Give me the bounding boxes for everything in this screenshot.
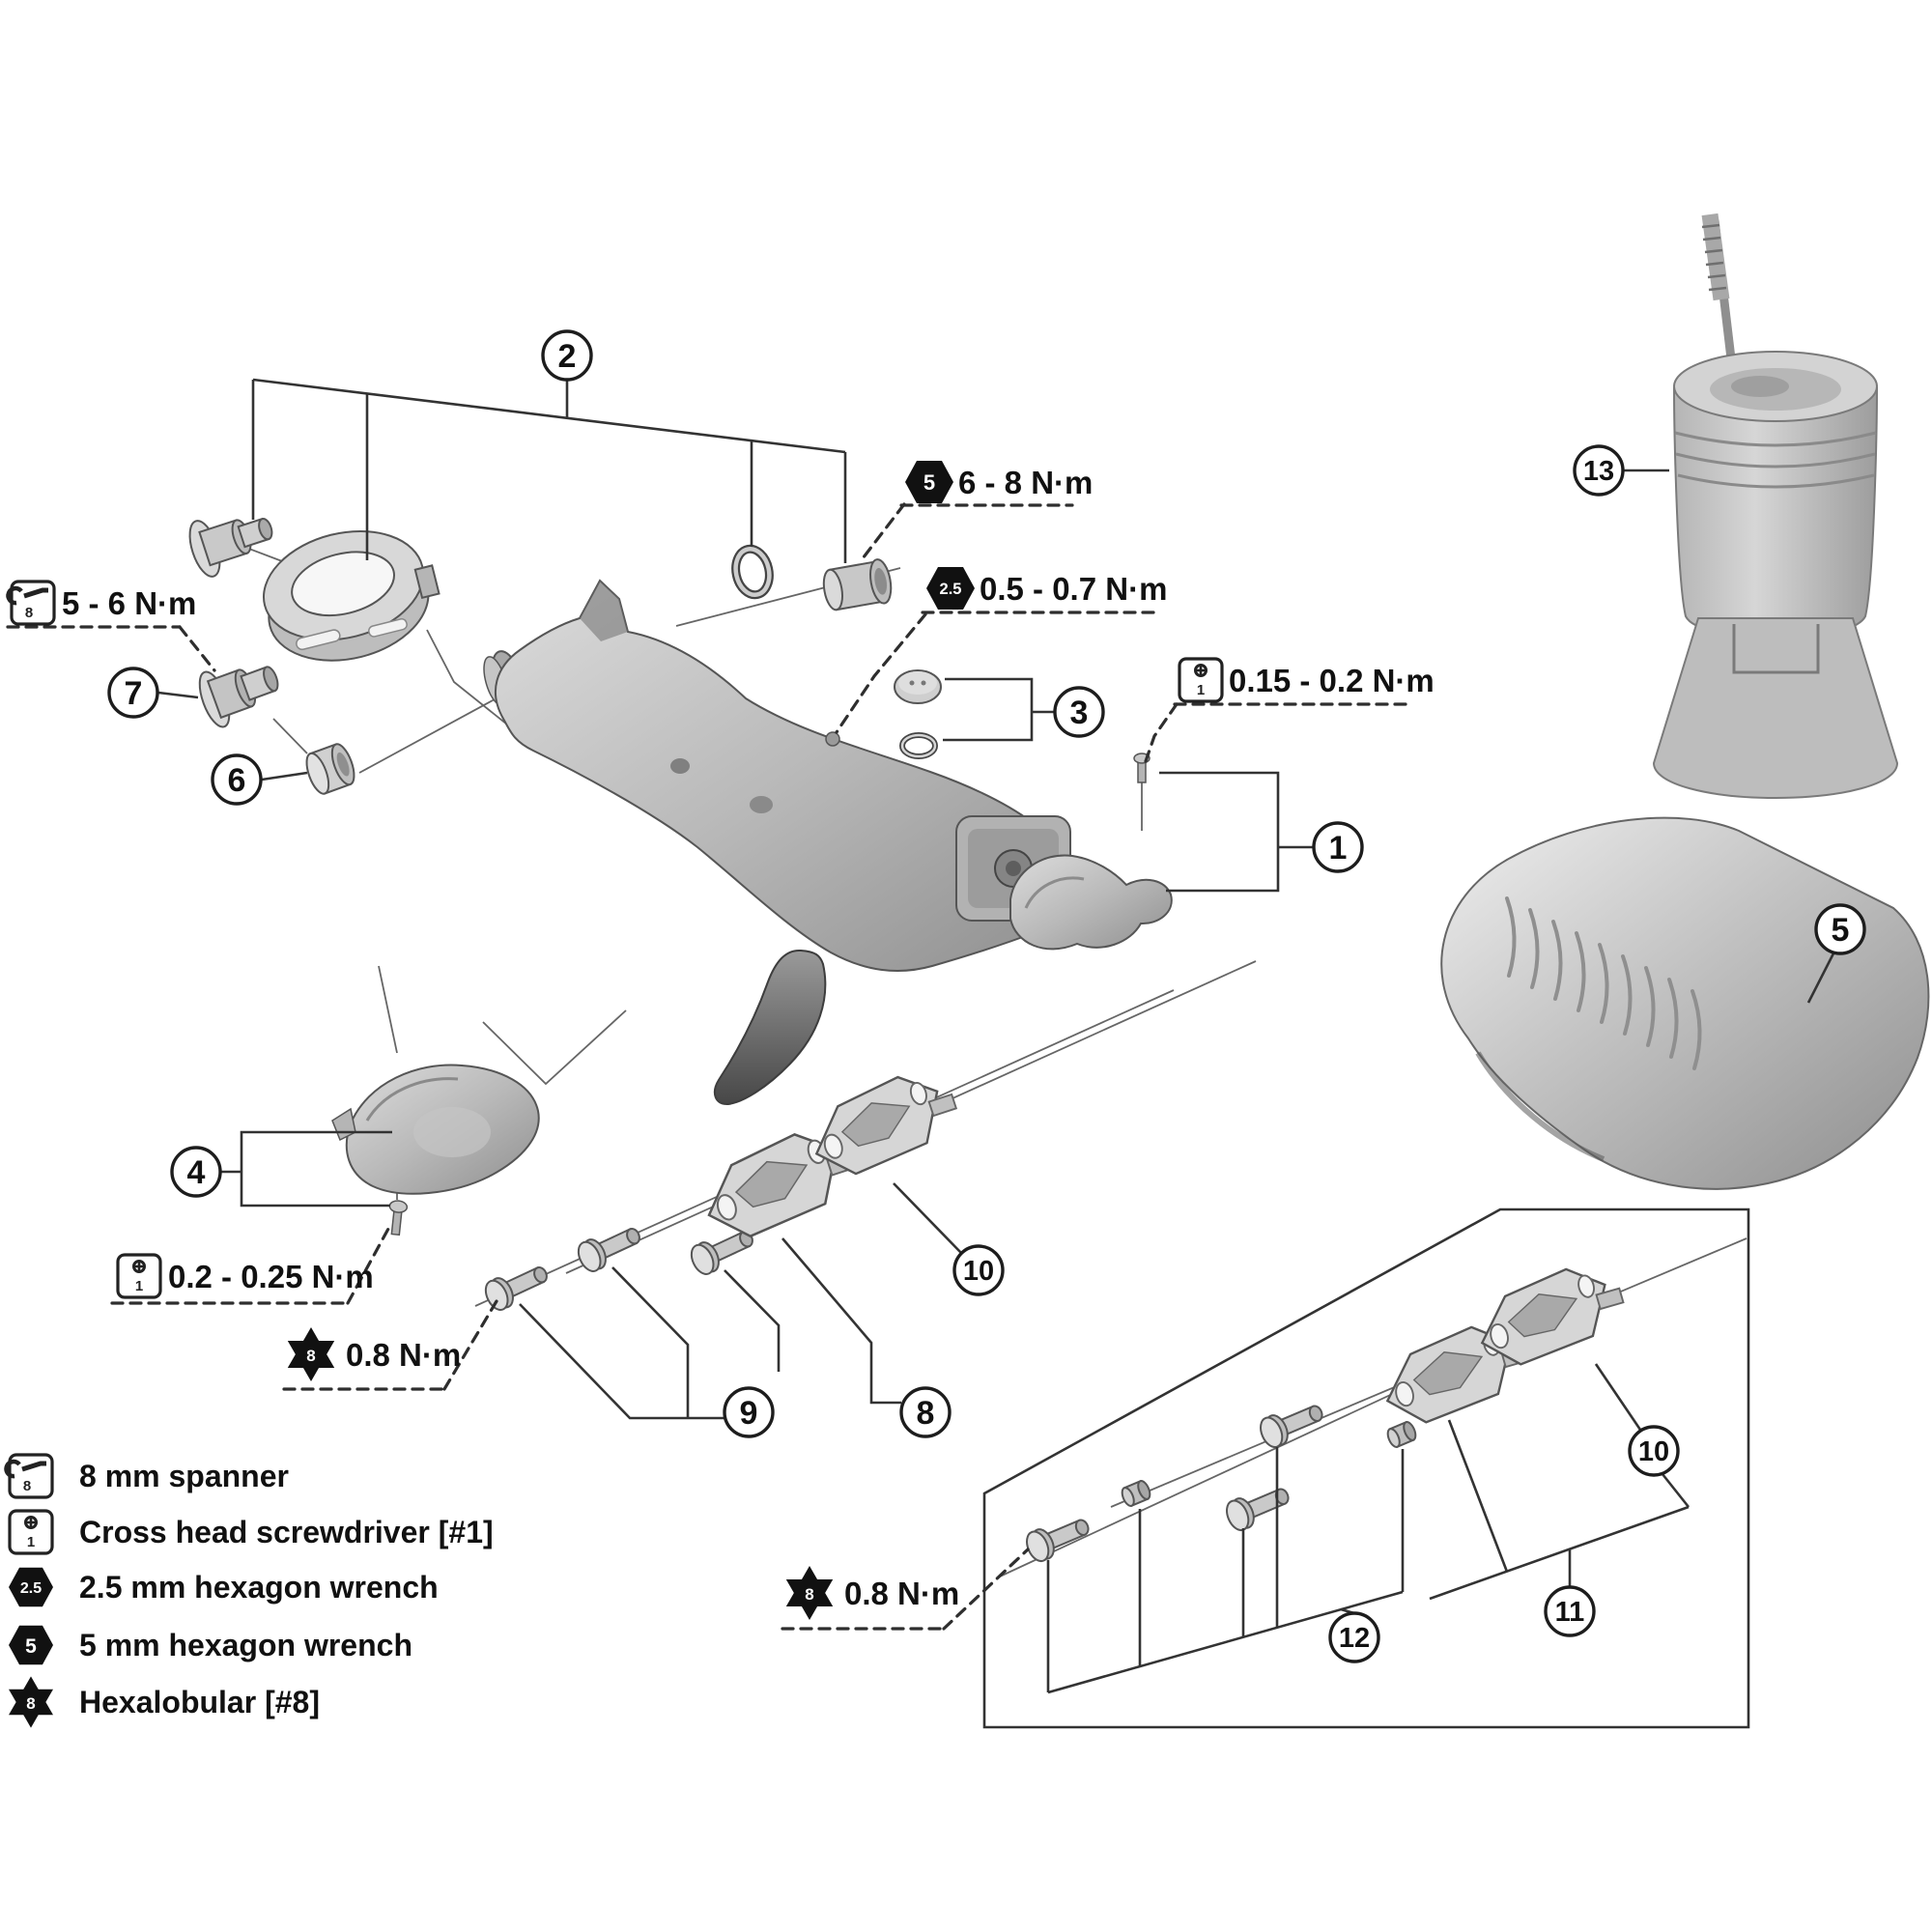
legend-label: 5 mm hexagon wrench [79,1628,412,1662]
legend-label: 8 mm spanner [79,1459,289,1493]
hexalobular-icon: 8 [785,1566,834,1620]
torque-value: 0.8 N·m [346,1337,461,1373]
lever-body-part [483,579,1077,1106]
legend-label: 2.5 mm hexagon wrench [79,1570,439,1605]
svg-text:3: 3 [1070,695,1089,731]
spanner-box-icon: 8 [9,582,54,624]
callout-bracket-lines [157,378,1835,1694]
svg-text:8: 8 [306,1347,315,1365]
svg-text:7: 7 [125,675,143,712]
callout-10b: 10 [1628,1425,1680,1477]
svg-text:6: 6 [228,762,246,799]
callout-4: 4 [170,1146,222,1198]
svg-text:2: 2 [558,338,577,375]
torque-value: 5 - 6 N·m [62,585,196,621]
svg-text:8: 8 [25,605,33,621]
torque-value: 0.2 - 0.25 N·m [168,1259,374,1294]
svg-text:5: 5 [1832,912,1850,949]
torque-value: 6 - 8 N·m [958,465,1093,500]
svg-text:1: 1 [27,1534,35,1550]
callout-7: 7 [107,667,159,719]
svg-text:1: 1 [1197,682,1205,698]
torque-value: 0.5 - 0.7 N·m [980,571,1167,607]
svg-text:1: 1 [135,1278,143,1294]
callout-10: 10 [952,1244,1005,1296]
cap-and-oring-part [894,669,942,759]
bushing-part [305,743,355,795]
hex-5-icon: 5 [9,1625,53,1665]
torque-labels: 5 6 - 8 N·m 2.5 0.5 - 0.7 N·m 1 0.15 - 0… [9,461,1435,1620]
brake-lever-blade [713,949,827,1106]
clamp-band-part [263,529,440,662]
shift-paddle-part [1009,753,1173,951]
svg-text:4: 4 [187,1154,206,1191]
callout-12: 12 [1328,1611,1380,1663]
svg-text:10: 10 [1638,1436,1669,1467]
spanner-box-icon: 8 [7,1455,52,1497]
hex-5-icon: 5 [905,461,953,503]
legend-label: Hexalobular [#8] [79,1685,320,1719]
hexalobular-icon: 8 [9,1676,53,1728]
callout-2: 2 [541,329,593,382]
callout-6: 6 [211,753,263,806]
name-plate-part [331,1064,540,1236]
svg-text:10: 10 [963,1256,994,1287]
hex-2.5-icon: 2.5 [926,567,975,610]
callout-8: 8 [899,1386,952,1438]
tool-legend: 8 8 mm spanner 1 Cross head screwdriver … [7,1455,494,1728]
grease-pot-part [1652,213,1899,800]
hood-grip-grooves [1505,896,1702,1070]
torque-value: 0.15 - 0.2 N·m [1229,663,1435,698]
legend-label: Cross head screwdriver [#1] [79,1515,494,1549]
svg-text:9: 9 [740,1395,758,1432]
svg-text:8: 8 [26,1694,35,1713]
callout-13: 13 [1573,444,1625,497]
svg-text:1: 1 [1329,830,1348,867]
callout-1: 1 [1312,821,1364,873]
svg-text:13: 13 [1583,456,1614,487]
svg-text:2.5: 2.5 [940,581,962,598]
callout-11: 11 [1544,1585,1596,1637]
hex-2.5-icon: 2.5 [9,1567,53,1607]
svg-text:8: 8 [23,1478,31,1494]
screwdriver-box-icon: 1 [116,1253,162,1299]
screwdriver-box-icon: 1 [1178,657,1224,703]
clamp-washer-part [731,544,774,600]
svg-text:8: 8 [917,1395,935,1432]
svg-text:5: 5 [25,1635,37,1658]
torque-leader-lines [6,502,1414,1631]
svg-text:12: 12 [1339,1623,1370,1654]
svg-text:11: 11 [1555,1597,1585,1628]
callouts: 1 2 3 4 5 6 7 8 9 10 10 11 12 13 [107,329,1866,1663]
clamp-bolt-part [188,517,273,578]
mount-bolt-part [198,666,279,728]
name-plate-screw-part [388,1200,409,1236]
callout-5: 5 [1814,903,1866,955]
paddle-screw-part [1133,753,1151,783]
svg-text:5: 5 [923,470,935,495]
barrel-nut-part [822,558,893,611]
callout-3: 3 [1053,686,1105,738]
bracket-hood-part [1440,816,1930,1190]
hexalobular-icon: 8 [287,1327,335,1381]
callout-9: 9 [723,1386,775,1438]
svg-text:8: 8 [805,1585,813,1604]
screwdriver-box-icon: 1 [8,1509,54,1555]
torque-value: 0.8 N·m [844,1576,959,1611]
svg-text:2.5: 2.5 [20,1580,42,1597]
optional-switch-box [982,1208,1750,1729]
